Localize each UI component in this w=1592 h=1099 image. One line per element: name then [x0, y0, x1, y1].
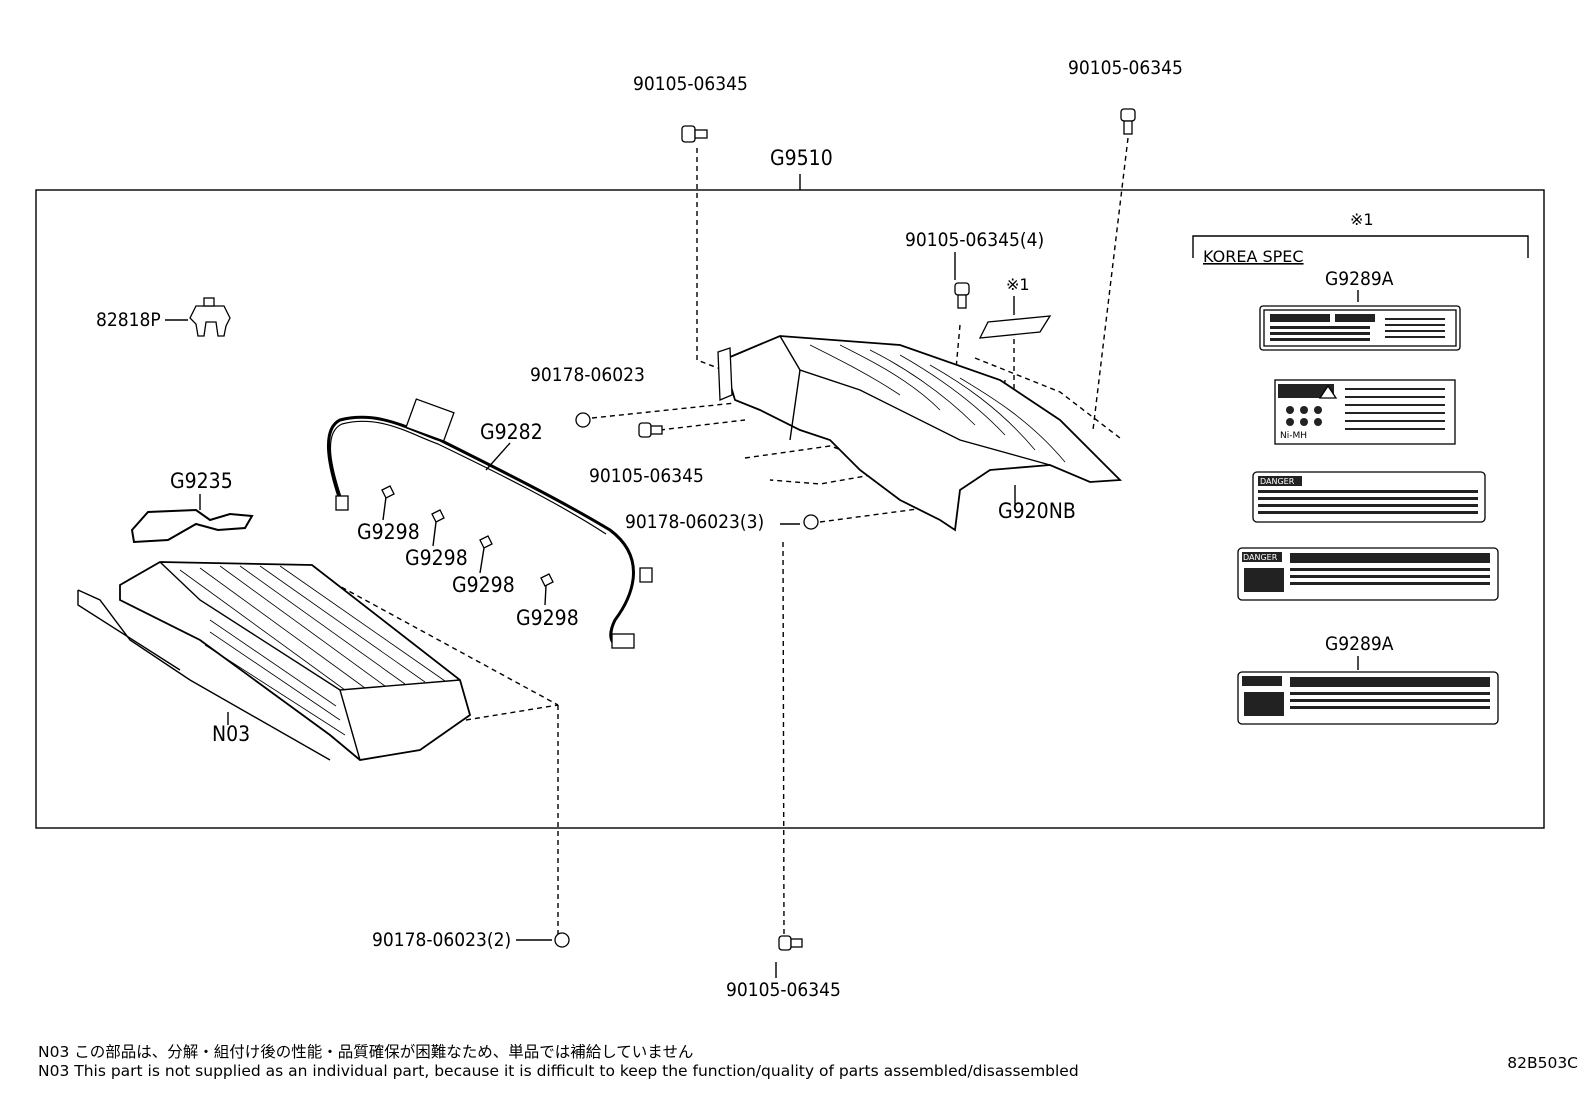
footnote-english: N03 This part is not supplied as an indi… [38, 1062, 1079, 1080]
label-clip-1: G9298 [357, 520, 420, 544]
spec-label-icon [978, 315, 1052, 339]
label-clip-2: G9298 [405, 546, 468, 570]
wire-harness-icon [326, 398, 653, 649]
label-battery: N03 [212, 722, 250, 746]
nimh-text: Ni-MH [1280, 431, 1307, 441]
battery-module-icon [77, 561, 472, 761]
label-ref-mark: ※1 [1006, 275, 1030, 294]
label-cover: G9235 [170, 469, 233, 493]
bolt-icon [1120, 108, 1136, 135]
label-clip-4: G9298 [516, 606, 579, 630]
assembly-dashes [309, 137, 1129, 936]
label-nut-1: 90178-06023 [530, 364, 645, 386]
bracket-icon [189, 297, 231, 337]
assembly-frame [35, 189, 1545, 829]
warning-label-4: DANGER [1237, 547, 1499, 601]
nut-icon [803, 514, 819, 530]
label-bolt-mid: 90105-06345 [589, 465, 704, 487]
label-g9289a-top: G9289A [1325, 268, 1394, 290]
battery-case-icon [717, 335, 1123, 532]
label-bolt-bottom: 90105-06345 [726, 979, 841, 1001]
label-case: G920NB [998, 499, 1076, 523]
leader-lines [165, 235, 1529, 978]
label-bolt-x4: 90105-06345(4) [905, 229, 1044, 251]
diagram-code: 82B503C [1507, 1054, 1578, 1072]
danger-text: DANGER [1260, 477, 1295, 486]
warning-label-1 [1259, 305, 1461, 351]
nut-icon [575, 412, 591, 428]
label-bracket: 82818P [96, 309, 161, 331]
danger-text: DANGER [1243, 553, 1278, 562]
bolt-icon [638, 422, 663, 438]
label-korea-spec: KOREA SPEC [1203, 247, 1304, 266]
nut-icon [554, 932, 570, 948]
bolt-icon [778, 935, 803, 951]
label-assembly: G9510 [770, 146, 833, 170]
label-nut-x3: 90178-06023(3) [625, 511, 764, 533]
cover-icon [130, 508, 254, 544]
bolt-icon [681, 125, 708, 143]
label-ref-mark-spec: ※1 [1350, 210, 1374, 229]
label-nut-x2: 90178-06023(2) [372, 929, 511, 951]
warning-label-2: Ni-MH [1274, 379, 1456, 445]
warning-label-3: DANGER [1252, 471, 1486, 523]
footnote-japanese: N03 この部品は、分解・組付け後の性能・品質確保が困難なため、単品では補給して… [38, 1043, 694, 1061]
clip-icon [381, 485, 554, 587]
bolt-icon [954, 282, 970, 309]
label-harness: G9282 [480, 420, 543, 444]
label-bolt-top-left: 90105-06345 [633, 73, 748, 95]
label-bolt-top-right: 90105-06345 [1068, 57, 1183, 79]
label-clip-3: G9298 [452, 573, 515, 597]
label-g9289a-bottom: G9289A [1325, 633, 1394, 655]
warning-label-5 [1237, 671, 1499, 725]
